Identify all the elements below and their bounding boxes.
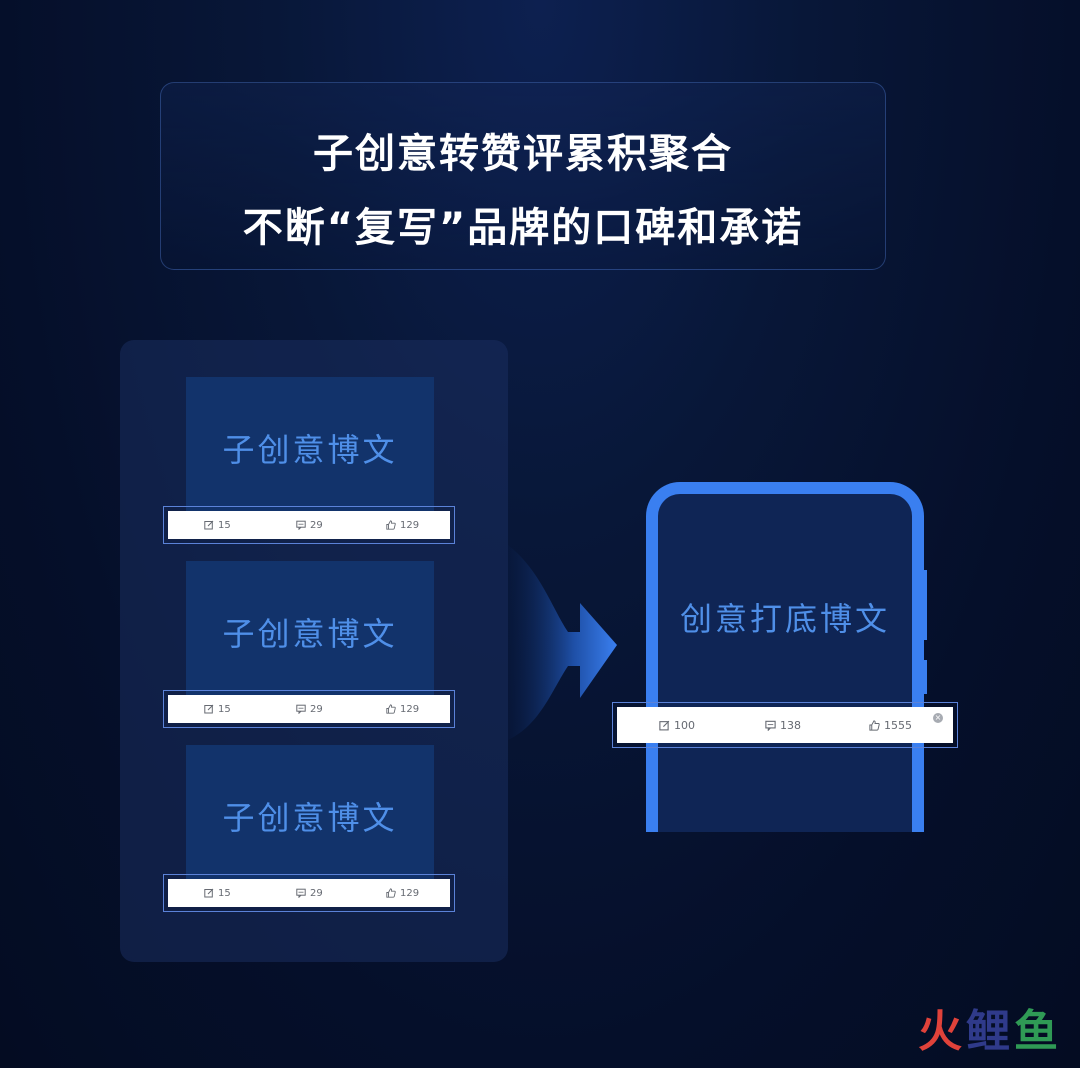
repost-icon [659, 720, 670, 730]
thumbs-up-icon [869, 719, 880, 731]
like-count: 129 [400, 519, 420, 531]
title-line-2: 不断“复写”品牌的口碑和承诺 [242, 205, 804, 251]
sub-post-stats: 15 29 129 [163, 506, 455, 544]
like-stat[interactable]: 129 [386, 704, 419, 715]
close-icon[interactable]: × [933, 713, 943, 723]
sub-post-label: 子创意博文 [222, 615, 398, 653]
sub-post-stats: 15 29 129 [163, 874, 455, 912]
like-count: 1555 [884, 718, 912, 732]
phone-frame [646, 482, 924, 832]
main-post-label: 创意打底博文 [679, 600, 890, 638]
comment-stat[interactable]: 29 [296, 704, 323, 715]
comment-icon [296, 520, 306, 530]
comment-stat[interactable]: 29 [296, 520, 323, 531]
repost-count: 15 [218, 519, 231, 531]
phone-side-button [923, 660, 927, 694]
repost-icon [204, 888, 214, 898]
like-stat[interactable]: 1555 [869, 719, 912, 732]
title-box: 子创意转赞评累积聚合 不断“复写”品牌的口碑和承诺 [160, 82, 886, 270]
repost-stat[interactable]: 15 [204, 888, 231, 899]
comment-count: 29 [310, 887, 323, 899]
brand-watermark: 火 鲤 鱼 [918, 1010, 1058, 1054]
sub-post-label: 子创意博文 [222, 431, 398, 469]
repost-count: 15 [218, 887, 231, 899]
like-count: 129 [400, 703, 420, 715]
comment-stat[interactable]: 29 [296, 888, 323, 899]
watermark-char: 鱼 [1014, 1006, 1058, 1057]
stats-bar: 100 138 1555 × [617, 707, 953, 743]
watermark-char: 鲤 [966, 1006, 1010, 1057]
thumbs-up-icon [386, 704, 396, 714]
like-count: 129 [400, 887, 420, 899]
sub-post-card: 子创意博文 [186, 745, 434, 881]
repost-stat[interactable]: 15 [204, 704, 231, 715]
arrow-shape [508, 545, 617, 740]
sub-post-card: 子创意博文 [186, 561, 434, 697]
like-stat[interactable]: 129 [386, 520, 419, 531]
phone-side-button [923, 570, 927, 640]
sub-post-label: 子创意博文 [222, 799, 398, 837]
comment-count: 138 [780, 718, 801, 732]
stats-bar: 15 29 129 [168, 879, 450, 907]
sub-post-card: 子创意博文 [186, 377, 434, 513]
repost-stat[interactable]: 15 [204, 520, 231, 531]
repost-icon [204, 520, 214, 530]
thumbs-up-icon [386, 520, 396, 530]
repost-count: 100 [674, 718, 695, 732]
comment-stat[interactable]: 138 [765, 719, 801, 732]
comment-icon [296, 888, 306, 898]
like-stat[interactable]: 129 [386, 888, 419, 899]
repost-count: 15 [218, 703, 231, 715]
thumbs-up-icon [386, 888, 396, 898]
repost-stat[interactable]: 100 [659, 719, 695, 732]
repost-icon [204, 704, 214, 714]
stats-bar: 15 29 129 [168, 511, 450, 539]
comment-icon [765, 720, 776, 731]
watermark-char: 火 [918, 1006, 962, 1057]
sub-post-stats: 15 29 129 [163, 690, 455, 728]
comment-count: 29 [310, 703, 323, 715]
stats-bar: 15 29 129 [168, 695, 450, 723]
comment-icon [296, 704, 306, 714]
comment-count: 29 [310, 519, 323, 531]
main-post-stats: 100 138 1555 × [612, 702, 958, 748]
title-line-1: 子创意转赞评累积聚合 [313, 131, 733, 177]
